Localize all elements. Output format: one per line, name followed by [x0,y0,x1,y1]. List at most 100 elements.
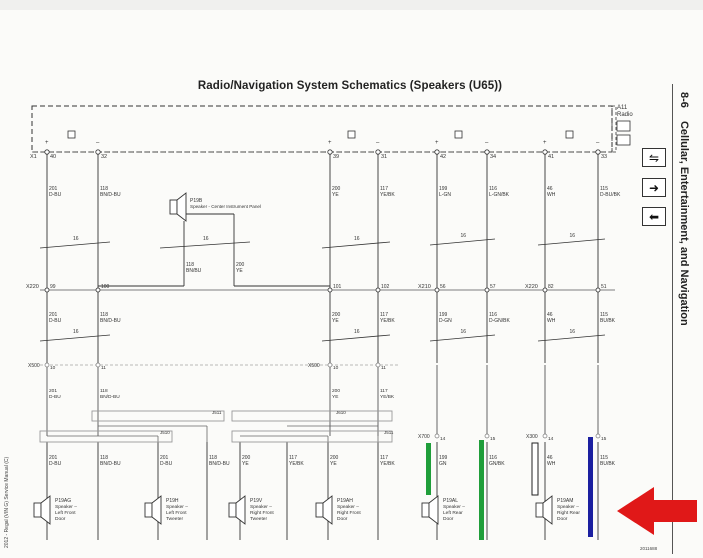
x210-pin-number: 56 [440,284,446,290]
twisted-pair-marker [321,334,391,342]
center-w2-color: YE [236,268,243,274]
x1-pin-number: 33 [601,154,607,160]
wire-mid-color: BN/D-BU [100,318,121,324]
twisted-pair-gauge: 16 [570,329,576,335]
speaker-icon [315,502,324,518]
figure-number: 2011688 [640,546,658,551]
wire-lower-circuit: 201 [49,388,57,394]
speaker-ref: P19AL [443,498,458,504]
x300-pin-number: 15 [601,436,607,442]
wire-bottom-circuit: 117 [380,455,388,461]
x500-pin-number: 10 [50,365,56,371]
wire-lower-color: D-BU [49,394,61,400]
wire-bottom-circuit: 118 [100,455,108,461]
x210-pin-number: 57 [490,284,496,290]
speaker-name-line2: Door [443,516,454,522]
page-title: Radio/Navigation System Schematics (Spea… [197,80,503,92]
center-speaker: P19B Speaker - Center Instrument Panel 1… [169,192,261,274]
wiring-icon[interactable]: ⇋ [642,148,666,167]
wire-top-circuit: 116 [489,186,497,192]
speaker-icon [33,502,42,518]
wire-mid-circuit: 199 [439,312,448,318]
x1-pin-number: 32 [101,154,107,160]
twisted-pair-marker [429,334,496,342]
amp-icon [67,130,76,139]
twisted-pair-gauge: 16 [461,233,467,239]
x1-pin [595,149,601,155]
x220r-pin [542,287,548,293]
x500-pin [95,362,101,368]
speaker-name-line1: Left Rear [443,510,463,516]
red-arrow-icon [617,487,697,535]
wire-top-circuit: 46 [547,186,553,192]
speaker-name-line2: Door [337,516,348,522]
x500-pin [44,362,50,368]
wire-mid-color: YE/BK [380,318,395,324]
x220r-pin-number: 82 [548,284,554,290]
wire-bottom-circuit: 118 [209,455,217,461]
x1-pin-number: 41 [548,154,554,160]
white-highlight-wire [531,442,539,496]
wire-bottom-circuit: 117 [289,455,297,461]
ground-symbol-icon [616,120,631,132]
arrow-right-icon[interactable]: ➜ [642,178,666,197]
x1-pin [327,149,333,155]
x500-mid-label: X500 [308,363,320,369]
x500-left-label: X500 [28,363,40,369]
arrow-left-icon[interactable]: ⬅ [642,207,666,226]
x1-label: X1 [30,154,37,160]
x220-pin-number: 101 [333,284,342,290]
wire-lower-color: YE/BK [380,394,395,400]
x700-label: X700 [418,434,430,440]
blue-highlight-wire [588,437,593,537]
speaker-name-part: Speaker – [55,504,77,510]
x300-label: X300 [526,434,538,440]
wire-bottom-circuit: 116 [489,455,497,461]
x210-pin [434,287,440,293]
speaker-name-line1: Right Front [250,510,274,516]
speaker-ref: P19AH [337,498,353,504]
green-highlight-wire [426,443,431,495]
plus-mark: + [328,140,332,146]
wire-lower-color: YE [332,394,338,400]
x1-pin-number: 31 [381,154,387,160]
wire-bottom-color: YE/BK [289,461,304,467]
wire-bottom-circuit: 115 [600,455,608,461]
twisted-pair-gauge: 16 [570,233,576,239]
x220-pin-number: 99 [50,284,56,290]
twisted-pair-gauge: 16 [354,236,360,242]
amp-icon [454,130,463,139]
wire-lower-circuit: 200 [332,388,340,394]
wire-bottom-color: YE [330,461,337,467]
amp-icon [565,130,574,139]
wire-bottom-circuit: 200 [242,455,251,461]
speaker-cone [428,495,439,525]
wire-bottom-color: YE/BK [380,461,395,467]
radio-name: Radio [617,112,633,118]
speaker-name-part: Speaker – [166,504,188,510]
x700-pin-number: 15 [490,436,496,442]
x1-pin [484,149,490,155]
speaker-cone [176,192,187,222]
x1-pin-number: 39 [333,154,339,160]
data-symbol-icon [616,134,631,146]
splice-j510 [39,430,173,443]
wire-top-color: BN/D-BU [100,192,121,198]
speaker-name-part: Speaker – [337,504,359,510]
x300-pin [595,433,601,439]
twisted-pair-marker [537,334,606,342]
speaker-cone [542,495,553,525]
speaker-name-line2: Tweeter [250,516,267,522]
twisted-pair-gauge: 16 [73,236,79,242]
wire-bottom-color: WH [547,461,556,467]
center-w2-circuit: 200 [236,262,245,268]
wire-top-circuit: 115 [600,186,608,192]
minus-mark: – [376,140,380,146]
speaker-icon [228,502,237,518]
wire-mid-color: BU/BK [600,318,616,324]
wire-lower-color: BN/D-BU [100,394,120,400]
wire-top-circuit: 199 [439,186,448,192]
x220-pin [327,287,333,293]
x500-pin [327,362,333,368]
